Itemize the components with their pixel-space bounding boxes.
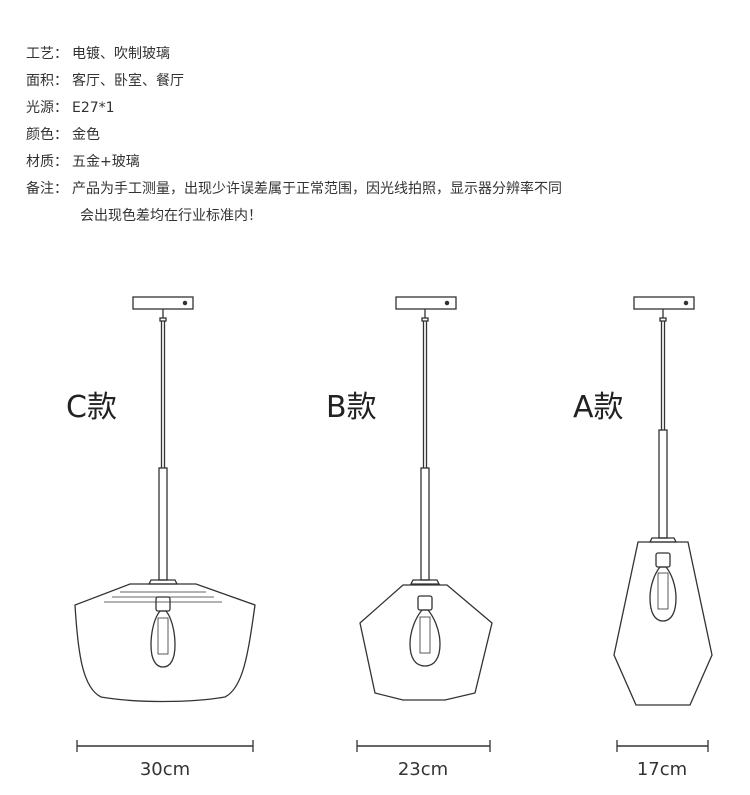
model-a-size: 17cm bbox=[636, 759, 688, 780]
bulb-filament bbox=[157, 617, 169, 655]
spec-material: 材质：五金+玻璃 bbox=[26, 152, 562, 179]
spec-craft: 工艺：电镀、吹制玻璃 bbox=[26, 44, 562, 71]
model-b-label: B款 bbox=[326, 390, 377, 425]
spec-label: 面积： bbox=[26, 73, 68, 89]
spec-label: 工艺： bbox=[26, 46, 68, 62]
spec-label: 颜色： bbox=[26, 127, 68, 143]
bulb-filament bbox=[419, 616, 431, 654]
lamp-cap bbox=[409, 579, 441, 585]
model-c-size: 30cm bbox=[139, 759, 191, 780]
lamp-a-drawing bbox=[613, 296, 713, 752]
note-line-1: 产品为手工测量，出现少许误差属于正常范围，因光线拍照，显示器分辨率不同 bbox=[72, 181, 562, 197]
model-b-size: 23cm bbox=[397, 759, 449, 780]
pendant-tube bbox=[420, 467, 430, 581]
spec-area: 面积：客厅、卧室、餐厅 bbox=[26, 71, 562, 98]
spec-color: 颜色：金色 bbox=[26, 125, 562, 152]
lamp-b-drawing bbox=[356, 296, 493, 752]
ceiling-canopy bbox=[395, 296, 457, 310]
bulb-filament bbox=[657, 572, 669, 610]
model-c-label: C款 bbox=[66, 390, 117, 425]
canopy-screw-icon bbox=[683, 300, 689, 306]
model-a-label: A款 bbox=[573, 390, 624, 425]
spec-value: 金色 bbox=[72, 127, 100, 143]
canopy-screw-icon bbox=[444, 300, 450, 306]
spec-label: 材质： bbox=[26, 154, 68, 170]
spec-note: 备注：产品为手工测量，出现少许误差属于正常范围，因光线拍照，显示器分辨率不同 bbox=[26, 179, 562, 206]
pendant-tube bbox=[658, 429, 668, 539]
cable-grip bbox=[159, 317, 167, 322]
note-label: 备注： bbox=[26, 181, 68, 197]
edison-bulb bbox=[409, 609, 441, 667]
lamp-socket bbox=[417, 595, 433, 611]
spec-value: E27*1 bbox=[72, 100, 115, 116]
cable-grip bbox=[421, 317, 429, 322]
lamp-socket bbox=[655, 552, 671, 568]
glass-shade bbox=[359, 584, 493, 701]
glass-shade bbox=[74, 583, 256, 703]
lamp-socket bbox=[155, 596, 171, 612]
edison-bulb bbox=[649, 566, 677, 622]
spec-label: 光源： bbox=[26, 100, 68, 116]
spec-note-continued: 会出现色差均在行业标准内！ bbox=[26, 206, 562, 233]
note-line-2: 会出现色差均在行业标准内！ bbox=[80, 208, 262, 224]
canopy-screw-icon bbox=[182, 300, 188, 306]
spec-value: 电镀、吹制玻璃 bbox=[72, 46, 170, 62]
pendant-tube bbox=[158, 467, 168, 581]
glass-shade bbox=[613, 541, 713, 706]
cable-grip bbox=[659, 317, 667, 322]
spec-value: 客厅、卧室、餐厅 bbox=[72, 73, 184, 89]
spec-light-source: 光源：E27*1 bbox=[26, 98, 562, 125]
ceiling-canopy bbox=[633, 296, 695, 310]
spec-list: 工艺：电镀、吹制玻璃 面积：客厅、卧室、餐厅 光源：E27*1 颜色：金色 材质… bbox=[26, 44, 562, 233]
spec-value: 五金+玻璃 bbox=[72, 154, 140, 170]
lamp-c-drawing bbox=[74, 296, 256, 752]
edison-bulb bbox=[150, 610, 176, 668]
